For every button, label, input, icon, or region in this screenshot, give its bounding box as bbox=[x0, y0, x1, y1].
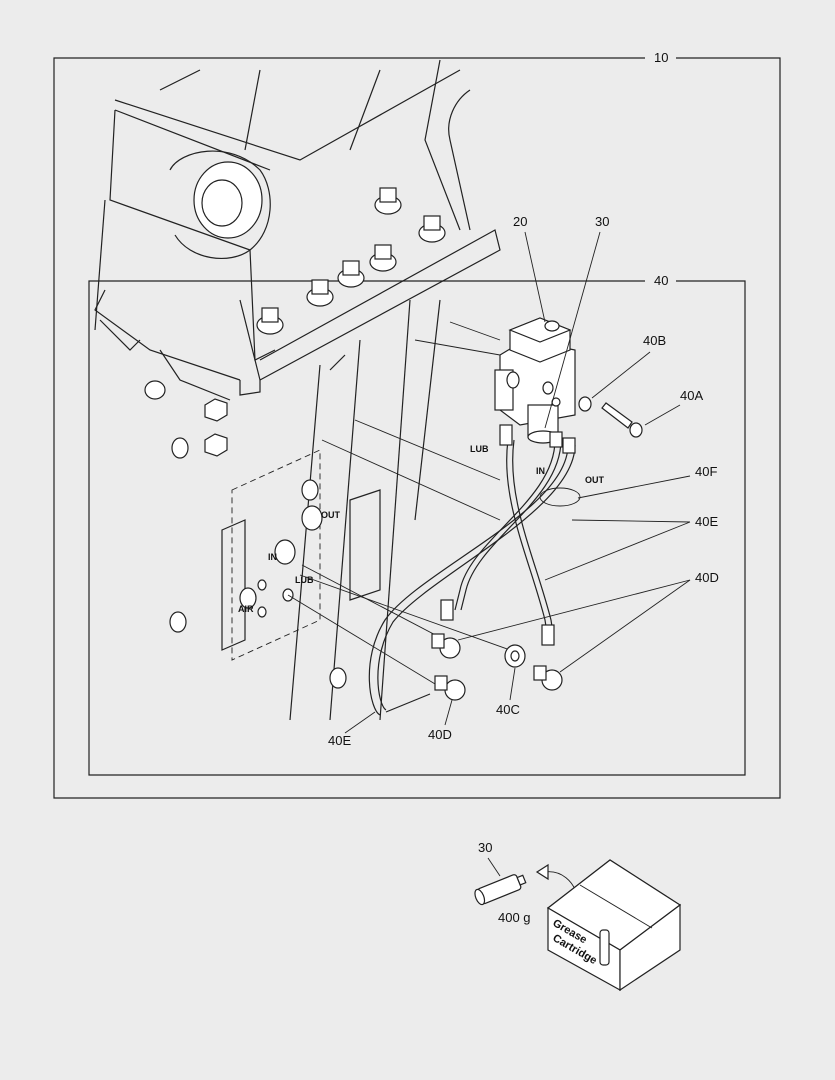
callout-40A: 40A bbox=[680, 388, 703, 403]
out-port-label: OUT bbox=[585, 475, 605, 485]
callout-40E-right: 40E bbox=[695, 514, 718, 529]
callout-30-cartridge: 30 bbox=[478, 840, 492, 855]
valve-plate: IN OUT LUB AIR bbox=[221, 449, 381, 661]
frame-10: 10 bbox=[53, 50, 781, 799]
callouts: 20 30 40B 40A 40F 40E 40D 40C 40D 40E bbox=[328, 214, 719, 748]
plate-out-label: OUT bbox=[321, 510, 341, 520]
callout-40: 40 bbox=[654, 273, 668, 288]
callout-40F: 40F bbox=[695, 464, 717, 479]
cartridge-section: 30 400 g Grease Cartridge bbox=[474, 840, 682, 992]
lub-port-label: LUB bbox=[470, 444, 489, 454]
grease-cartridge-icon bbox=[474, 874, 527, 906]
callout-40C: 40C bbox=[496, 702, 520, 717]
callout-30: 30 bbox=[595, 214, 609, 229]
fittings bbox=[431, 633, 563, 701]
callout-40B: 40B bbox=[643, 333, 666, 348]
alignment-lines bbox=[287, 321, 511, 691]
frame-40: 40 bbox=[88, 273, 746, 776]
breaker-bracket bbox=[94, 59, 501, 721]
callout-20: 20 bbox=[513, 214, 527, 229]
plate-in-label: IN bbox=[268, 552, 277, 562]
grease-cartridge-box: Grease Cartridge bbox=[546, 859, 682, 992]
callout-10: 10 bbox=[654, 50, 668, 65]
bracket-bolts bbox=[256, 187, 446, 335]
grease-pump-20 bbox=[494, 317, 576, 444]
hoses bbox=[368, 424, 581, 716]
cartridge-weight: 400 g bbox=[498, 910, 531, 925]
callout-40D-right: 40D bbox=[695, 570, 719, 585]
in-port-label: IN bbox=[536, 466, 545, 476]
callout-40E-bottom: 40E bbox=[328, 733, 351, 748]
bolt-40A bbox=[578, 396, 643, 438]
plate-lub-label: LUB bbox=[295, 575, 314, 585]
plate-air-label: AIR bbox=[238, 604, 254, 614]
callout-40D-bottom: 40D bbox=[428, 727, 452, 742]
